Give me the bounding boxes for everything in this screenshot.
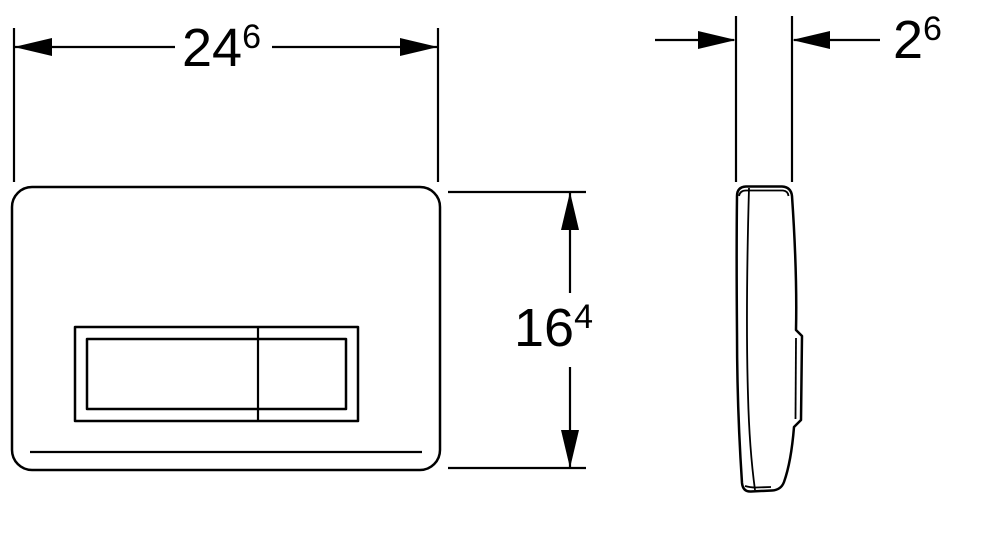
side-view [735, 185, 804, 493]
width-dimension-label: 246 [182, 18, 261, 78]
arrow-inward-left-icon [792, 31, 830, 49]
profile-outline [735, 185, 804, 493]
profile-bottom-edge-detail [744, 485, 772, 489]
arrow-inward-right-icon [698, 31, 736, 49]
arrow-up-icon [561, 192, 579, 230]
height-dimension-label: 164 [514, 298, 593, 358]
button-bezel-inner [85, 337, 348, 411]
arrow-down-icon [561, 430, 579, 468]
profile-top-edge-detail [738, 189, 790, 197]
profile-inner-contour [746, 187, 756, 491]
height-dimension: 164 [448, 190, 593, 470]
arrow-left-icon [14, 38, 52, 56]
profile-button-edge-detail [794, 337, 797, 420]
depth-dimension: 26 [655, 10, 942, 182]
front-view [10, 185, 442, 472]
width-dimension: 246 [12, 18, 440, 182]
arrow-right-icon [400, 38, 438, 56]
depth-dimension-label: 26 [893, 10, 942, 70]
